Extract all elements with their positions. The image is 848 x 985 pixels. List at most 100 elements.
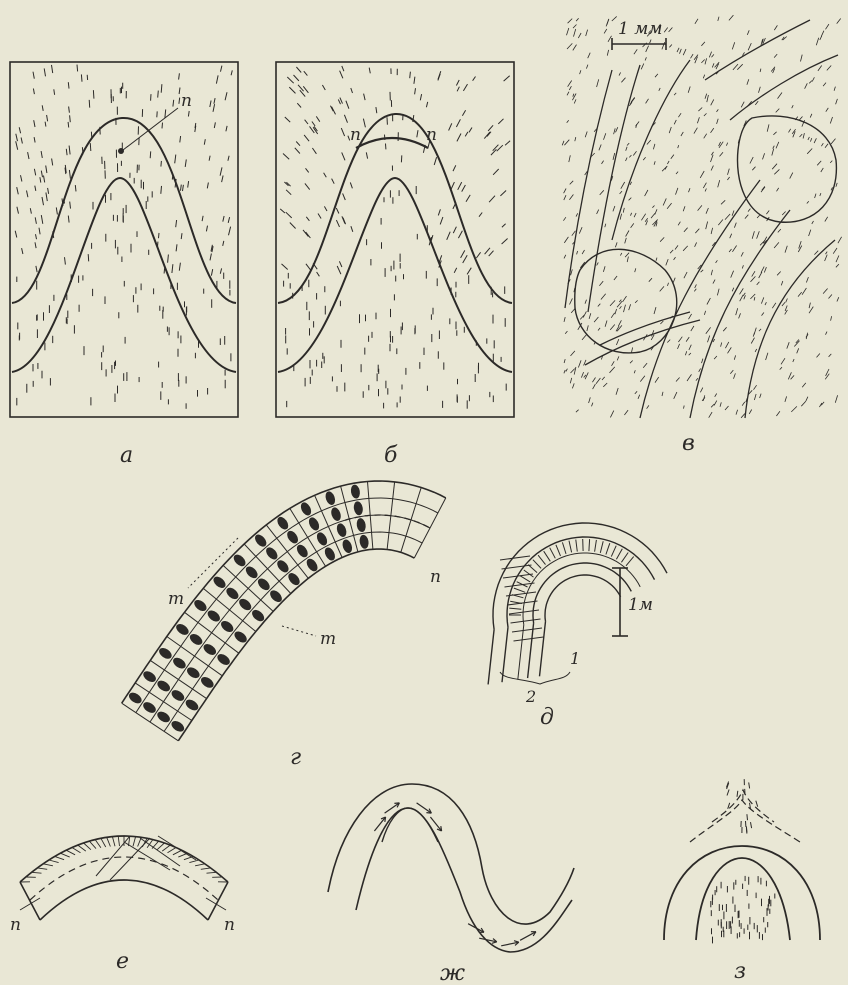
texture-stroke <box>671 155 674 159</box>
texture-stroke <box>717 289 719 296</box>
texture-stroke <box>616 339 618 345</box>
layer-hatch <box>514 588 525 592</box>
texture-stroke <box>755 349 757 352</box>
texture-stroke <box>798 246 802 252</box>
panel-e-arch <box>20 836 228 920</box>
texture-stroke <box>792 105 794 108</box>
panel-a-outer-fold-line <box>12 118 236 303</box>
texture-stroke <box>777 272 781 276</box>
fabric-dash <box>172 264 173 273</box>
texture-stroke <box>763 153 765 159</box>
fabric-dash <box>181 185 182 191</box>
texture-stroke <box>564 370 565 373</box>
texture-stroke <box>582 250 584 254</box>
panel-b: п п б <box>276 62 514 468</box>
fabric-dash <box>318 214 321 219</box>
fabric-dash <box>467 268 471 275</box>
texture-stroke <box>676 378 680 382</box>
texture-stroke <box>704 113 707 116</box>
texture-stroke <box>830 117 832 124</box>
fabric-dash <box>226 126 227 131</box>
fabric-dash <box>216 75 218 83</box>
texture-stroke <box>815 194 816 198</box>
fabric-dash <box>93 90 94 99</box>
fabric-dash <box>337 266 341 274</box>
arch-fringe <box>133 837 136 847</box>
texture-stroke <box>597 210 599 214</box>
fabric-dash <box>312 148 316 154</box>
fabric-dash <box>52 65 53 73</box>
texture-stroke <box>598 328 600 331</box>
texture-stroke <box>616 388 618 395</box>
texture-stroke <box>607 50 608 56</box>
fabric-dash <box>46 166 47 174</box>
fabric-dash <box>300 90 305 96</box>
texture-stroke <box>772 164 777 170</box>
panel-a-frame <box>10 62 238 417</box>
texture-stroke <box>605 224 606 228</box>
texture-stroke <box>765 302 766 305</box>
fabric-dash <box>15 231 17 238</box>
panel-a-marker-n: п <box>181 91 192 111</box>
texture-stroke <box>785 396 787 402</box>
fabric-dash <box>369 68 370 74</box>
panel-a-inner-fold-line <box>12 178 236 372</box>
fabric-dash <box>223 241 224 246</box>
texture-stroke <box>767 124 769 131</box>
texture-stroke <box>749 410 752 414</box>
texture-stroke <box>581 372 583 378</box>
fabric-dash <box>458 231 462 238</box>
fabric-dash <box>19 127 20 133</box>
texture-stroke <box>721 343 722 347</box>
texture-stroke <box>809 81 812 84</box>
panel-a-fabric-dashes <box>15 65 232 409</box>
fabric-dash <box>346 101 349 109</box>
texture-stroke <box>675 245 678 249</box>
texture-stroke <box>729 249 731 252</box>
texture-stroke <box>686 337 689 342</box>
fabric-dash <box>336 208 339 214</box>
texture-stroke <box>803 133 804 138</box>
texture-stroke <box>577 251 578 254</box>
texture-stroke <box>562 141 564 146</box>
texture-stroke <box>647 405 649 408</box>
panel-b-marker-n-left: п <box>350 125 361 145</box>
texture-stroke <box>588 53 591 59</box>
layer-cross-hatch <box>512 628 542 632</box>
texture-stroke <box>776 109 780 113</box>
texture-stroke <box>666 259 668 265</box>
texture-stroke <box>582 334 587 340</box>
texture-stroke <box>641 214 645 221</box>
texture-stroke <box>612 16 617 21</box>
texture-stroke <box>654 307 656 314</box>
fabric-dash <box>342 216 345 223</box>
texture-stroke <box>821 168 824 172</box>
texture-stroke <box>712 54 714 57</box>
texture-stroke <box>569 195 573 200</box>
fabric-dash <box>332 107 336 115</box>
texture-stroke <box>694 289 696 292</box>
texture-stroke <box>777 188 779 191</box>
texture-stroke <box>653 144 655 149</box>
panel-d: 1м 1 2 д <box>488 523 667 730</box>
texture-stroke <box>608 36 612 42</box>
fabric-dash <box>35 242 36 248</box>
fabric-dash <box>303 86 308 93</box>
texture-stroke <box>732 288 734 292</box>
panel-z-inner-fold <box>696 858 790 940</box>
cell-grain <box>155 709 172 724</box>
texture-stroke <box>641 64 644 70</box>
fabric-dash <box>75 185 76 191</box>
texture-stroke <box>618 320 621 326</box>
fabric-dash <box>456 80 459 86</box>
cell-column-line <box>401 488 421 553</box>
cell-grain <box>330 506 343 522</box>
fabric-dash <box>179 88 180 95</box>
texture-stroke <box>812 77 814 81</box>
texture-stroke <box>754 394 756 400</box>
texture-stroke <box>711 166 713 171</box>
texture-stroke <box>631 347 632 353</box>
texture-stroke <box>728 169 730 175</box>
texture-stroke <box>674 93 676 95</box>
fabric-dash <box>33 72 34 79</box>
